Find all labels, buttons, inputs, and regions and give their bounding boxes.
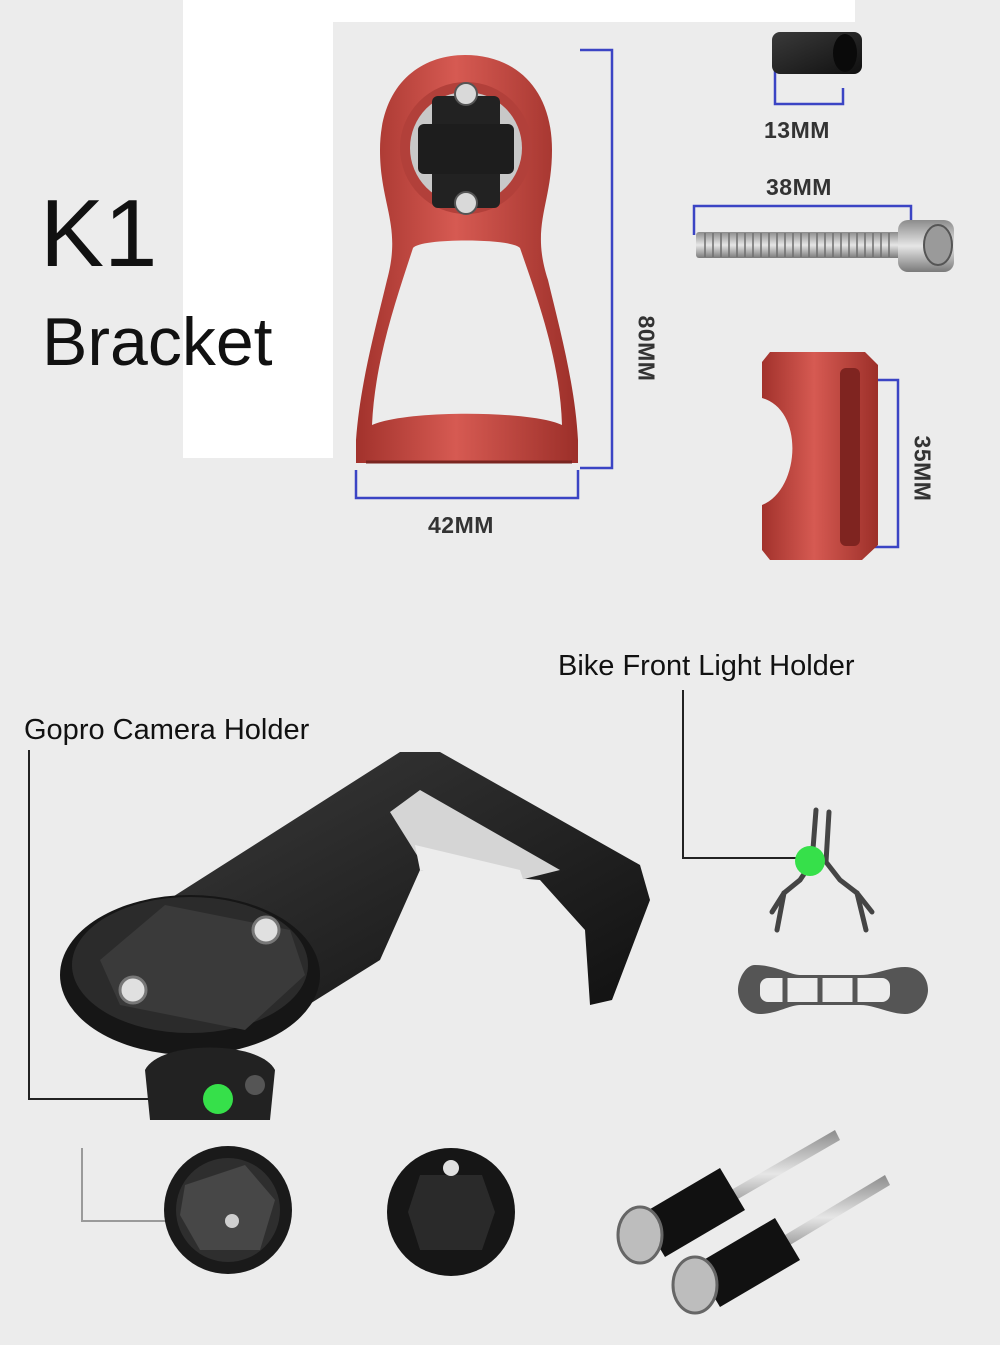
bolts-with-spacers-image — [616, 1130, 890, 1315]
bolt-dimension-label: 38MM — [766, 174, 832, 200]
garmin-adapter-image — [164, 1146, 292, 1274]
light-holder-image — [769, 807, 875, 933]
clamp-dimension-label: 35MM — [909, 435, 936, 502]
wahoo-adapter-image — [387, 1148, 515, 1276]
product-title-bracket: Bracket — [42, 304, 273, 380]
bracket-width-label: 42MM — [428, 512, 494, 538]
spacer-dimension-label: 13MM — [764, 117, 830, 143]
title-backdrop — [183, 0, 333, 458]
bracket-height-label: 80MM — [633, 315, 660, 382]
light-holder-strap-image — [738, 965, 928, 1014]
red-bracket-image — [356, 55, 578, 464]
spacer-image — [772, 32, 862, 74]
light-holder-callout-dot — [795, 846, 825, 876]
black-bracket-image — [60, 752, 650, 1120]
clamp-image — [762, 352, 878, 560]
light-holder-callout-label: Bike Front Light Holder — [558, 650, 855, 682]
gopro-holder-callout-label: Gopro Camera Holder — [24, 714, 310, 746]
bolt-image — [696, 220, 954, 272]
gopro-holder-callout-dot — [203, 1084, 233, 1114]
product-title-k1: K1 — [40, 180, 158, 287]
top-backdrop — [333, 0, 855, 22]
